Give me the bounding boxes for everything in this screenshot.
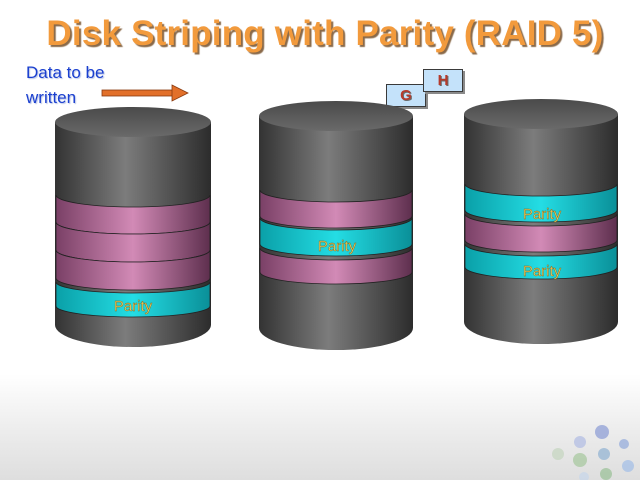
data-label-line-2: written <box>26 88 77 107</box>
disk-1: Parity <box>55 107 211 347</box>
disk-3-parity-stripe-2: Parity <box>464 243 618 280</box>
data-block-g: G <box>386 84 426 107</box>
disk-3-parity-stripe-1: Parity <box>464 183 618 223</box>
data-label-line-1: Data to be <box>26 63 105 82</box>
disk-1-parity-label: Parity <box>114 298 153 315</box>
disk-1-stripe-3 <box>55 249 211 291</box>
disk-3-parity-label-2: Parity <box>523 263 562 280</box>
disk-2-parity-label: Parity <box>318 238 357 255</box>
disk-2-stripe-1 <box>259 189 413 229</box>
disk-3-stripe-2 <box>464 213 618 253</box>
disk-2: Parity <box>259 101 413 350</box>
write-arrow-icon <box>101 84 189 102</box>
disk-1-parity-stripe: Parity <box>55 281 211 318</box>
disk-3-parity-label-1: Parity <box>523 206 562 223</box>
data-to-be-written-label: Data to be written <box>26 60 166 110</box>
disk-2-stripe-3 <box>259 247 413 285</box>
disk-2-parity-stripe: Parity <box>259 217 413 257</box>
disk-3: Parity Parity <box>464 99 618 344</box>
page-title: Disk Striping with Parity (RAID 5) <box>46 14 604 53</box>
data-block-h: H <box>423 69 463 92</box>
decorative-dots-icon <box>552 425 634 480</box>
